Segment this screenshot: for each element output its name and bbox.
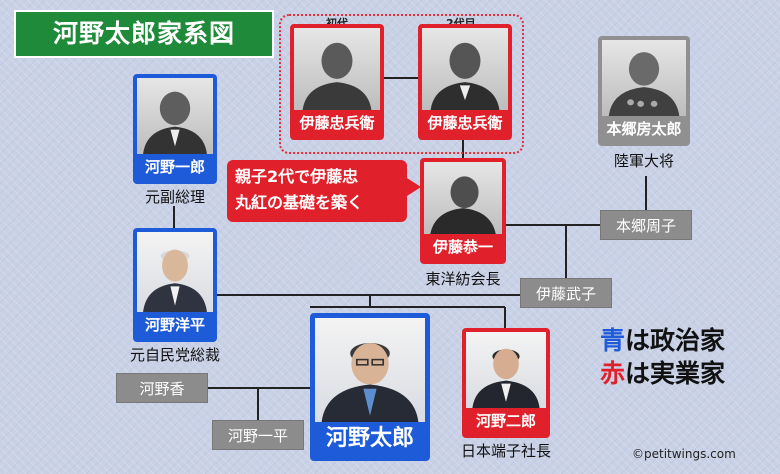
label-hongo-shuko: 本郷周子 (600, 210, 692, 240)
ito-chubei-callout: 親子2代で伊藤忠 丸紅の基礎を築く (227, 160, 421, 222)
copyright-notice: ©petitwings.com (632, 447, 736, 461)
ito-chubei-group-frame (279, 14, 524, 154)
legend-red-word: 赤 (600, 359, 626, 388)
legend-blue-word: 青 (600, 326, 626, 355)
portrait-silhouette-icon (430, 42, 500, 110)
portrait-silhouette-icon (321, 342, 419, 422)
name-kono-yohei: 河野洋平 (144, 316, 205, 334)
card-hongo-fusataro: 本郷房太郎 (598, 36, 690, 146)
portrait-photo (294, 28, 380, 110)
portrait-silhouette-icon (608, 52, 680, 116)
legend-red-rest: は実業家 (625, 359, 726, 388)
card-kono-yohei: 河野洋平 (133, 228, 217, 342)
name-kono-jiro: 河野二郎 (475, 412, 536, 430)
card-ito-kyoichi: 伊藤恭一 (420, 158, 506, 264)
card-kono-taro: 河野太郎 (310, 313, 430, 461)
portrait-photo (315, 318, 425, 422)
color-legend: 青は政治家 赤は実業家 (600, 324, 725, 390)
caption-kono-jiro: 日本端子社長 (460, 442, 551, 460)
card-kono-ichiro: 河野一郎 (133, 74, 217, 184)
callout-line-1: 親子2代で伊藤忠 (235, 167, 359, 186)
page-title: 河野太郎家系図 (14, 10, 274, 58)
portrait-photo (137, 78, 213, 154)
caption-kono-yohei: 元自民党総裁 (129, 346, 220, 364)
portrait-photo (137, 232, 213, 312)
portrait-silhouette-icon (143, 91, 207, 154)
portrait-photo (602, 40, 686, 116)
caption-kono-ichiro: 元副総理 (144, 188, 205, 206)
portrait-photo (466, 332, 546, 408)
card-ito-chubei-2: 伊藤忠兵衛 (418, 24, 512, 140)
name-ito-chubei-1: 伊藤忠兵衛 (299, 114, 375, 132)
portrait-silhouette-icon (472, 348, 540, 408)
legend-politician: 青は政治家 (600, 324, 725, 357)
legend-businessperson: 赤は実業家 (600, 357, 725, 390)
portrait-silhouette-icon (430, 176, 496, 234)
name-ito-kyoichi: 伊藤恭一 (432, 238, 493, 256)
name-hongo-fusataro: 本郷房太郎 (606, 120, 682, 138)
portrait-photo (424, 162, 502, 234)
caption-ito-kyoichi: 東洋紡会長 (425, 270, 501, 288)
label-ito-takeko: 伊藤武子 (520, 278, 612, 308)
name-kono-ichiro: 河野一郎 (144, 158, 205, 176)
card-kono-jiro: 河野二郎 (462, 328, 550, 438)
name-kono-taro: 河野太郎 (325, 426, 414, 451)
callout-line-2: 丸紅の基礎を築く (235, 193, 364, 212)
legend-blue-rest: は政治家 (625, 326, 726, 355)
name-ito-chubei-2: 伊藤忠兵衛 (427, 114, 503, 132)
label-kono-kaori: 河野香 (116, 373, 208, 403)
label-kono-ippei: 河野一平 (212, 420, 304, 450)
portrait-photo (422, 28, 508, 110)
portrait-silhouette-icon (143, 249, 207, 312)
caption-hongo-fusataro: 陸軍大将 (613, 152, 674, 170)
portrait-silhouette-icon (302, 42, 372, 110)
card-ito-chubei-1: 伊藤忠兵衛 (290, 24, 384, 140)
